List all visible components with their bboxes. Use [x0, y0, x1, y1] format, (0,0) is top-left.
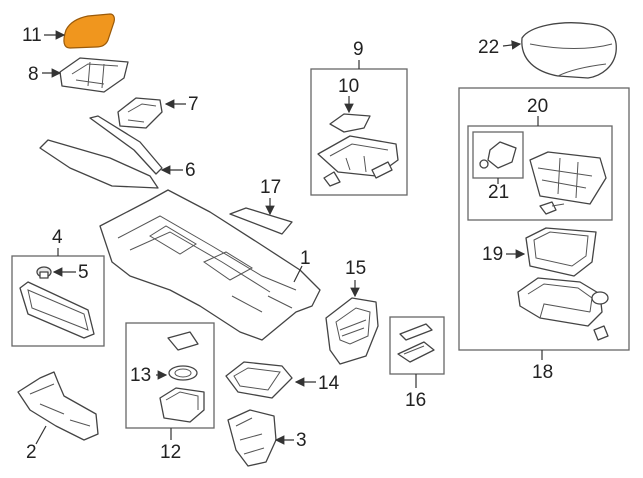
callout-1: 1: [300, 248, 311, 269]
callout-2: 2: [26, 442, 37, 463]
leader-22: [502, 40, 522, 50]
callout-17: 17: [260, 177, 281, 198]
part-5-clip[interactable]: [36, 266, 52, 279]
part-21-clip[interactable]: [479, 141, 517, 169]
part-10-insert[interactable]: [329, 113, 371, 133]
part-9-housing[interactable]: [317, 135, 399, 187]
group-box-12: [125, 322, 215, 429]
callout-20: 20: [527, 96, 548, 117]
callout-6: 6: [185, 160, 196, 181]
part-13-ring[interactable]: [168, 365, 198, 381]
callout-5: 5: [78, 262, 89, 283]
callout-18: 18: [532, 362, 553, 383]
callout-8: 8: [28, 64, 39, 85]
part-4-panel[interactable]: [19, 281, 95, 339]
part-19-bin[interactable]: [525, 227, 597, 277]
part-12-insert[interactable]: [159, 331, 205, 423]
part-14-tray[interactable]: [225, 361, 293, 399]
part-15-vent[interactable]: [325, 297, 379, 365]
group-box-20: [467, 125, 613, 221]
part-2-bracket[interactable]: [17, 371, 99, 441]
part-7-bracket[interactable]: [117, 97, 163, 129]
callout-4: 4: [52, 227, 63, 248]
leader-2: [35, 425, 47, 445]
callout-9: 9: [353, 39, 364, 60]
group-box-16: [389, 316, 445, 375]
callout-3: 3: [296, 430, 307, 451]
callout-14: 14: [318, 373, 340, 394]
callout-21: 21: [488, 182, 509, 203]
callout-15: 15: [345, 258, 366, 279]
part-11-shape[interactable]: [63, 13, 115, 49]
callout-12: 12: [160, 442, 181, 463]
callout-22: 22: [478, 37, 499, 58]
part-17-pad[interactable]: [229, 207, 293, 235]
part-22-armrest[interactable]: [521, 22, 617, 79]
callout-10: 10: [338, 76, 359, 97]
part-20-module[interactable]: [529, 151, 607, 215]
part-18-tray[interactable]: [517, 277, 609, 341]
group-box-18: [458, 87, 630, 351]
callout-13: 13: [130, 365, 151, 386]
part-8-tray[interactable]: [59, 57, 129, 93]
callout-16: 16: [405, 390, 426, 411]
callout-19: 19: [482, 244, 503, 265]
callout-11: 11: [22, 25, 42, 46]
part-3-bracket[interactable]: [227, 409, 277, 467]
part-1-console[interactable]: [99, 189, 321, 341]
callout-7: 7: [188, 94, 199, 115]
leader-1: [293, 265, 303, 283]
part-16-switch[interactable]: [397, 323, 435, 363]
part-11-lid[interactable]: [63, 13, 115, 49]
